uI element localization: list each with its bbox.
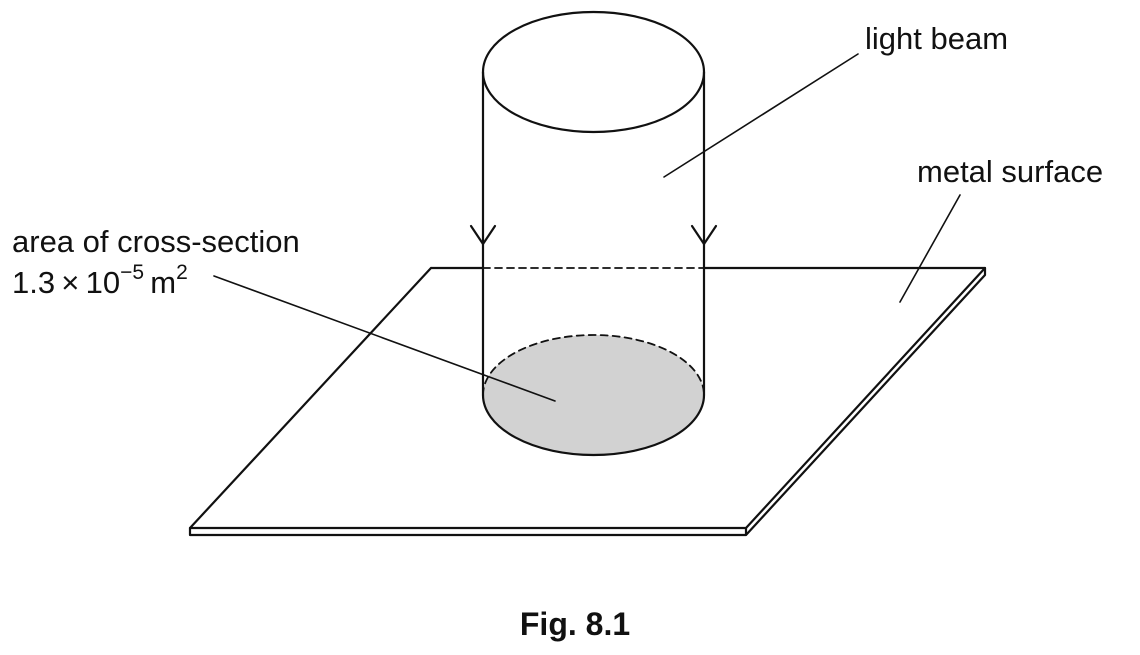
metal-surface-leader-line (899, 194, 961, 303)
light-beam-top-ellipse (481, 10, 706, 134)
area-leader-line (213, 275, 556, 402)
figure-caption: Fig. 8.1 (519, 606, 631, 642)
metal-plate-thickness (188, 266, 987, 537)
light-beam-label: light beam (865, 21, 1009, 56)
area-of-cross-section-label: area of cross-section (12, 224, 300, 259)
cross-section-area (483, 335, 704, 455)
area-value-exponent: −5 (120, 260, 145, 284)
metal-surface-label: metal surface (917, 154, 1104, 189)
left-arrow-head (469, 224, 497, 246)
area-value-unit: m (144, 265, 177, 300)
area-value-label: 1.3 × 10−5 m2 (12, 262, 188, 300)
cross-section-back-edge (482, 334, 705, 396)
right-arrow-head (690, 224, 718, 246)
cross-section-front-edge (481, 393, 706, 457)
light-beam-leader-line (663, 53, 859, 178)
area-value-mantissa: 1.3 × 10 (12, 265, 121, 300)
area-unit-exponent: 2 (176, 260, 188, 284)
